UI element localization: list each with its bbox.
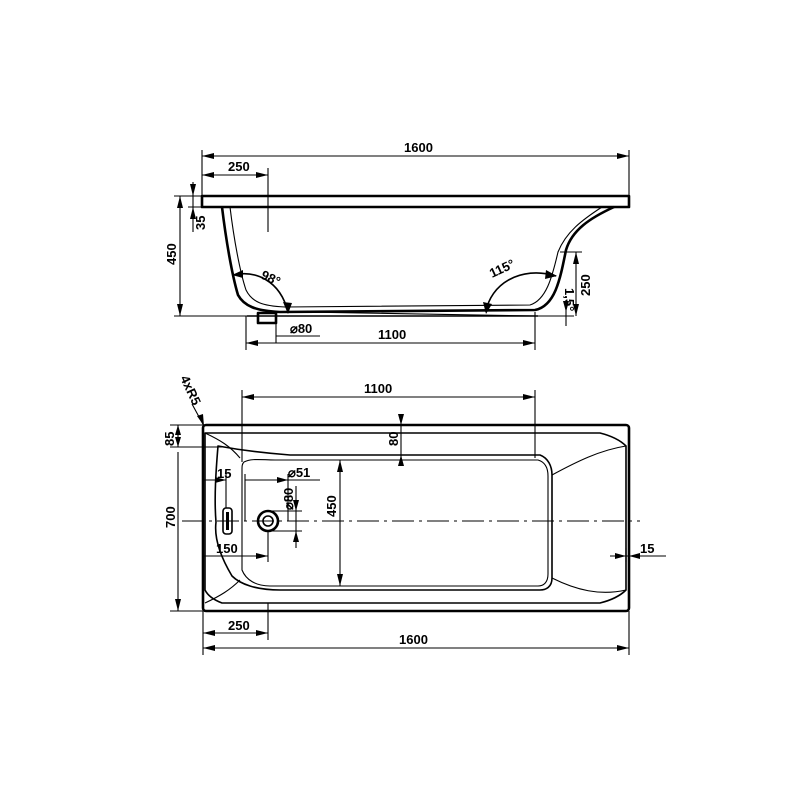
side-drain [256,311,278,325]
side-rim [200,194,631,209]
top-right-flare-bottom [551,577,627,593]
top-left-flare-top [204,432,241,459]
side-floor-slope [299,311,539,317]
dim-top-inner-length-label: 1100 [364,381,392,396]
dim-arrow [293,531,299,542]
dim-arrow [563,301,569,312]
dim-arrow [629,553,640,559]
dim-top-drain-label: ⌀80 [281,488,296,510]
dim-arrow [256,630,268,636]
top-outer-rim [201,423,631,613]
dim-arrow [337,574,343,586]
dim-top-250-label: 250 [228,618,250,633]
dim-arrow [202,172,214,178]
dim-arrow [197,414,204,426]
dim-top-85-label: 85 [162,432,177,446]
dim-arrow [175,599,181,611]
dim-side-35-label: 35 [193,216,208,230]
side-body-outline [220,205,615,314]
top-inner-rim [204,432,627,604]
side-body-inner [229,206,603,308]
top-view: 4xR5 1100 80 85 15 ⌀51 [162,373,666,655]
dim-arrow [523,394,535,400]
dim-arrow [242,394,254,400]
dim-top-length-label: 1600 [399,632,428,647]
dim-side-height-label: 450 [164,243,179,265]
dim-arrow [398,414,404,425]
left-angle-label: 98° [259,267,283,289]
dim-top-80-label: 80 [386,432,401,446]
dim-arrow [175,425,181,435]
dim-arrow [615,553,626,559]
dim-side-250-label: 250 [228,159,250,174]
dim-arrow [573,252,579,264]
dim-top-15r-label: 15 [640,541,654,556]
dim-arrow [215,477,226,483]
dim-arrow [177,304,183,316]
top-overflow [222,507,233,535]
dim-top-150-label: 150 [216,541,238,556]
dim-arrow [177,196,183,208]
top-left-flare-bottom [204,579,241,604]
slope-label: 1,5° [562,288,577,311]
dim-arrow [398,455,404,466]
dim-top-width-label: 700 [163,506,178,528]
dim-arrow [202,153,214,159]
left-angle-arrow-2 [232,270,243,278]
top-overflow-inner [226,512,229,530]
dim-arrow [175,437,181,447]
dim-arrow [617,153,629,159]
dim-arrow [617,645,629,651]
dim-arrow [277,477,288,483]
right-angle-arrow-2 [545,270,557,279]
dim-arrow [256,172,268,178]
dim-arrow [203,645,215,651]
side-view: 1600 250 450 35 98° 115° 250 1,5° [164,140,631,350]
dim-top-15l-label: 15 [217,466,231,481]
dim-side-bottom-label: 1100 [378,327,406,342]
dim-side-drain-label: ⌀80 [290,321,312,336]
top-drain-inner [262,515,274,527]
dim-side-r250-label: 250 [578,274,593,296]
dim-arrow [293,500,299,511]
corner-radius-label: 4xR5 [177,373,204,408]
dim-arrow [523,340,535,346]
dim-arrow [337,460,343,472]
top-basin-outline [214,445,553,591]
dim-arrow [256,553,268,559]
dim-top-51-label: ⌀51 [288,465,310,480]
dim-top-inner-width-label: 450 [324,495,339,517]
dim-arrow [203,630,215,636]
dim-arrow [573,304,579,316]
dim-arrow [190,184,196,196]
top-right-flare-top [551,445,627,476]
top-basin-inner [241,458,549,587]
right-angle-arrow [483,302,492,314]
left-angle-arrow [283,302,292,314]
dim-side-length-label: 1600 [404,140,433,155]
right-angle-label: 115° [487,256,517,281]
dim-arrow [246,340,258,346]
dim-arrow [190,207,196,219]
